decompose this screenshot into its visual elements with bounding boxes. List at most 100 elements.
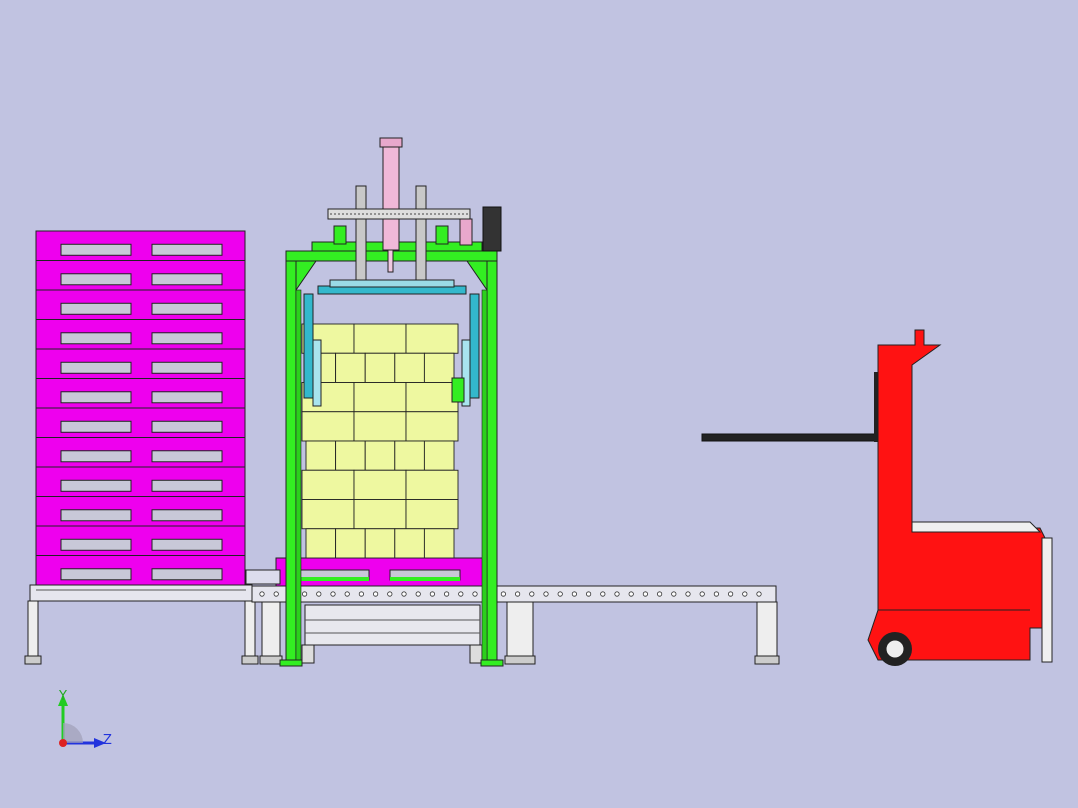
cargo-box (305, 528, 337, 559)
roller-conveyor[interactable] (251, 585, 780, 665)
conveyor-roller (727, 591, 734, 597)
forklift-body (867, 329, 1047, 661)
conveyor-roller (358, 591, 364, 597)
conveyor-roller (415, 591, 421, 597)
frame-foot (279, 659, 303, 667)
pallet-slot (151, 361, 223, 374)
pallet-slot (151, 243, 223, 256)
frame-right-post (486, 250, 498, 666)
cargo-box (364, 440, 396, 471)
left-bracket (333, 225, 347, 245)
mast (874, 372, 879, 442)
conveyor-roller (458, 591, 464, 597)
cargo-box (405, 499, 459, 530)
conveyor-roller (713, 591, 720, 597)
pallet-slot (151, 302, 223, 315)
conveyor-roller (642, 591, 649, 597)
pallet-slot (151, 538, 223, 551)
frame-right-gusset (466, 260, 488, 292)
transfer-plate (245, 569, 281, 585)
pallet-slot (60, 450, 132, 463)
cargo-box (394, 352, 425, 383)
pallet-slot (151, 273, 223, 286)
cargo-box (335, 440, 366, 471)
left-conveyor-foot (24, 655, 42, 665)
pallet-slot (151, 332, 223, 345)
carriage-right-arm (469, 293, 480, 399)
pallet-slot (60, 568, 132, 581)
right-clamp-pad (461, 339, 471, 407)
cargo-box (364, 528, 396, 559)
lift-foot (301, 644, 315, 664)
pallet-layers (36, 243, 245, 581)
front-wheel-hub (885, 639, 905, 659)
cargo-box (394, 528, 425, 559)
pallet-slot (151, 391, 223, 404)
conveyor-roller (600, 591, 606, 597)
pallet-slot (151, 420, 223, 433)
conveyor-roller (742, 591, 748, 597)
gear-unit (482, 206, 502, 252)
box-stack[interactable] (301, 323, 459, 559)
pallet-slot (60, 361, 132, 374)
cargo-box (405, 469, 459, 500)
pallet-slot (151, 568, 223, 581)
forklift[interactable] (701, 329, 1053, 666)
axis-triad: Y Z (58, 689, 112, 748)
cargo-box (301, 469, 355, 500)
pallet-slot (151, 509, 223, 522)
conveyor-foot (754, 655, 780, 665)
conveyor-roller (344, 591, 350, 597)
conveyor-roller (685, 591, 691, 597)
conveyor-foot (259, 655, 283, 665)
main-cylinder (382, 141, 400, 251)
conveyor-roller (301, 591, 308, 597)
cargo-box (423, 528, 455, 559)
conveyor-rollers (259, 591, 762, 597)
pallet-slot (60, 273, 132, 286)
pallet-slot (60, 509, 132, 522)
pallet-slot (151, 479, 223, 492)
left-conveyor[interactable] (24, 584, 259, 665)
guide-rod (415, 185, 427, 283)
conveyor-roller (273, 591, 279, 597)
side-plate (459, 218, 473, 246)
pallet-slot (60, 391, 132, 404)
conveyor-roller (557, 591, 563, 597)
cargo-box (301, 499, 355, 530)
cargo-box (353, 323, 407, 354)
conveyor-roller (699, 591, 705, 597)
left-clamp-pad (312, 339, 322, 407)
conveyor-foot (504, 655, 536, 665)
left-conveyor-foot (241, 655, 259, 665)
conveyor-roller (443, 591, 450, 597)
conveyor-roller (259, 591, 265, 597)
cargo-box (394, 440, 425, 471)
carriage-inner-beam (329, 279, 455, 288)
frame-left-post (285, 250, 297, 666)
conveyor-roller (529, 591, 535, 597)
right-clamp-block (451, 377, 465, 403)
conveyor-roller (628, 591, 634, 597)
conveyor-roller (585, 591, 592, 597)
base-pallet-strip (299, 577, 369, 581)
pallet-slot (60, 420, 132, 433)
cargo-box (353, 499, 407, 530)
frame-foot (480, 659, 504, 667)
lift-foot (469, 644, 483, 664)
left-conveyor-leg (27, 600, 39, 659)
clamp-carriage[interactable] (303, 279, 480, 407)
conveyor-roller (472, 591, 478, 597)
conveyor-roller (514, 591, 521, 597)
pallet-stack[interactable] (35, 230, 246, 586)
cargo-box (353, 411, 407, 442)
cargo-box (335, 528, 366, 559)
cargo-box (364, 352, 396, 383)
frame-left-gusset (295, 260, 317, 292)
y-axis-arrow-icon (58, 694, 68, 706)
top-mechanism[interactable] (327, 137, 502, 283)
left-conveyor-leg (244, 600, 256, 659)
conveyor-roller (387, 591, 393, 597)
cargo-box (353, 469, 407, 500)
